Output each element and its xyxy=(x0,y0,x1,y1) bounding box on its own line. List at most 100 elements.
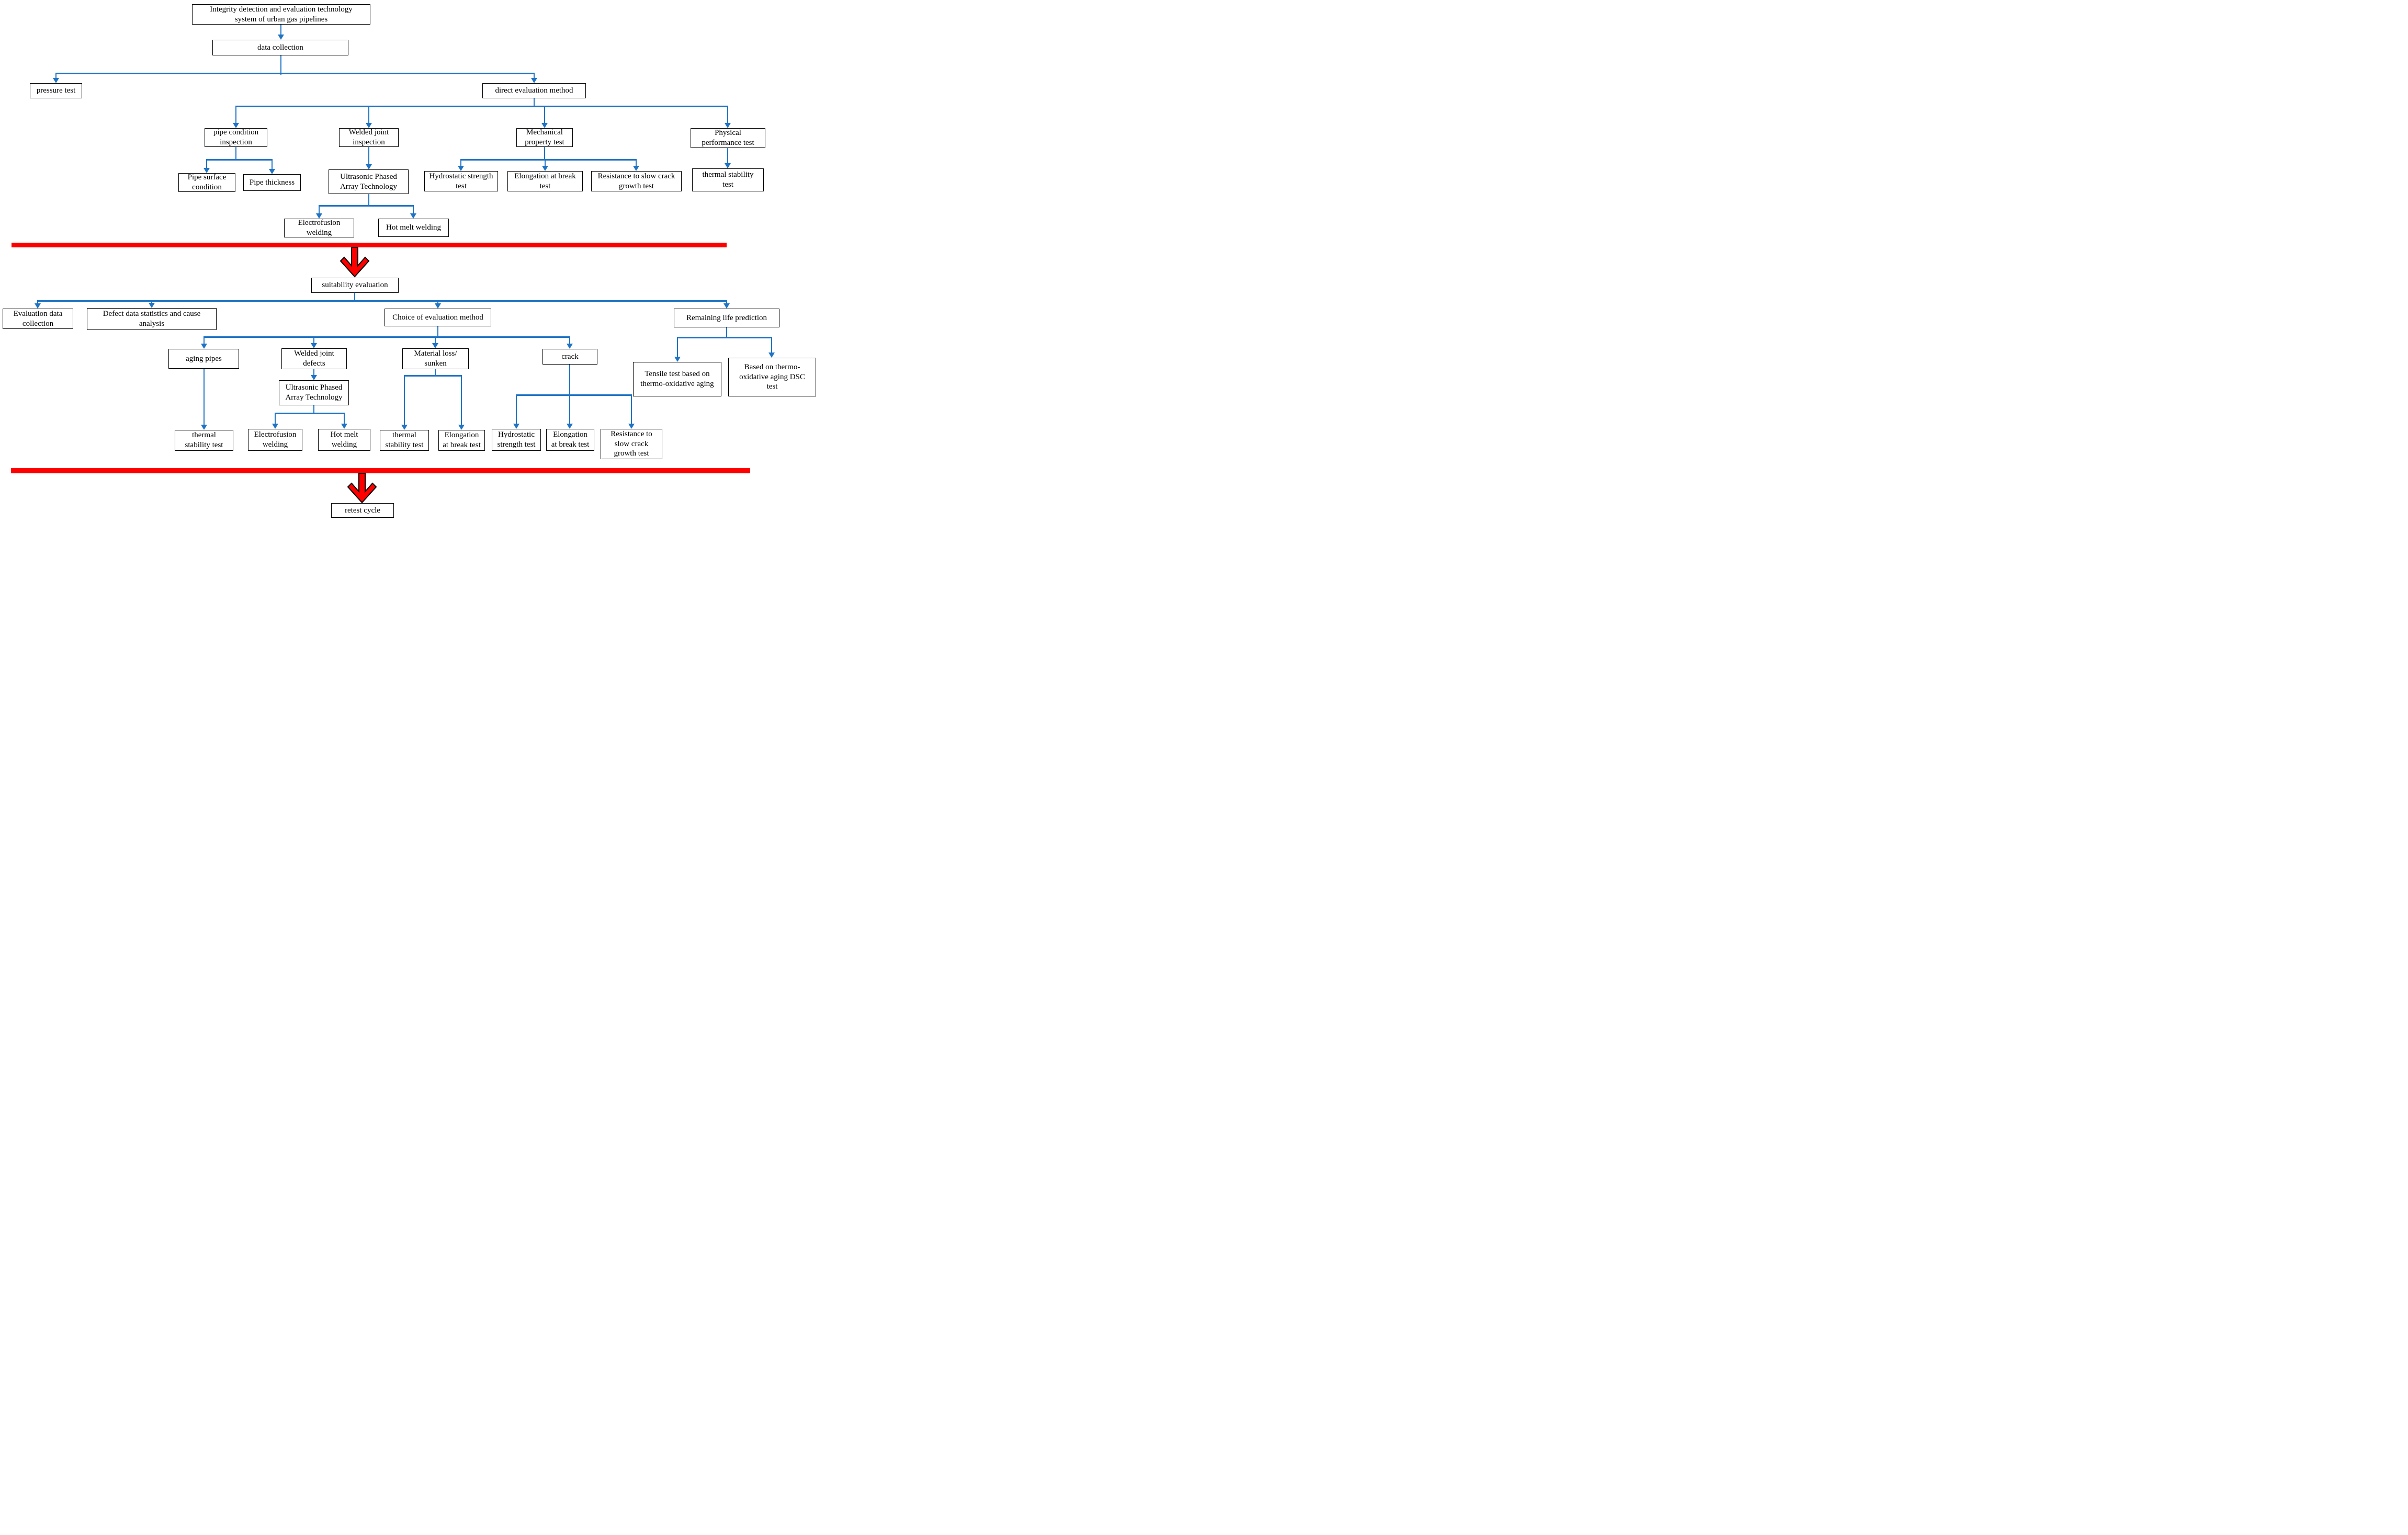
flow-line-vertical xyxy=(280,55,281,75)
node-direct-evaluation-method: direct evaluation method xyxy=(482,83,586,98)
flow-line-vertical xyxy=(726,301,727,304)
flow-arrowhead-icon xyxy=(341,424,347,429)
flow-line-vertical xyxy=(368,147,369,165)
node-physical-performance-test: Physical performance test xyxy=(691,128,765,148)
flow-arrowhead-icon xyxy=(201,344,207,349)
node-evaluation-data-collection: Evaluation data collection xyxy=(3,309,73,329)
flow-line-vertical xyxy=(319,206,320,214)
flow-arrowhead-icon xyxy=(278,35,284,40)
flow-arrowhead-icon xyxy=(435,303,441,309)
flow-arrowhead-icon xyxy=(725,123,731,128)
flow-line-vertical xyxy=(272,160,273,169)
flow-line-vertical xyxy=(344,413,345,424)
flow-line-vertical xyxy=(55,73,56,78)
phase-divider-bar-1 xyxy=(12,243,727,247)
node-thermo-oxidative-dsc-test: Based on thermo- oxidative aging DSC tes… xyxy=(728,358,816,396)
node-ultrasonic-phased-array-1: Ultrasonic Phased Array Technology xyxy=(329,169,409,194)
flow-arrowhead-icon xyxy=(432,343,438,348)
node-pipe-surface-condition: Pipe surface condition xyxy=(178,173,235,192)
flow-line-horizontal xyxy=(206,159,273,161)
flow-line-vertical xyxy=(460,160,461,166)
flow-line-vertical xyxy=(516,395,517,424)
flow-line-vertical xyxy=(354,293,355,301)
node-pipe-condition-inspection: pipe condition inspection xyxy=(205,128,267,147)
flow-arrowhead-icon xyxy=(458,166,464,171)
flow-line-vertical xyxy=(151,301,152,303)
flow-arrowhead-icon xyxy=(401,425,408,430)
flow-line-horizontal xyxy=(460,159,637,161)
flow-line-vertical xyxy=(727,148,728,164)
node-electrofusion-welding-1: Electrofusion welding xyxy=(284,219,354,237)
flow-arrowhead-icon xyxy=(311,343,317,348)
node-retest-cycle: retest cycle xyxy=(331,503,394,518)
node-welded-joint-inspection: Welded joint inspection xyxy=(339,128,399,147)
flowchart-canvas: Integrity detection and evaluation techn… xyxy=(0,0,820,523)
node-pressure-test: pressure test xyxy=(30,83,82,98)
node-resistance-slow-crack-2: Resistance to slow crack growth test xyxy=(601,429,662,459)
flow-line-horizontal xyxy=(235,106,728,107)
flow-arrowhead-icon xyxy=(458,425,465,430)
flow-line-vertical xyxy=(569,337,570,344)
flow-line-vertical xyxy=(313,337,314,344)
node-suitability-evaluation: suitability evaluation xyxy=(311,278,399,293)
node-mechanical-property-test: Mechanical property test xyxy=(516,128,573,147)
flow-arrowhead-icon xyxy=(53,78,59,83)
flow-arrowhead-icon xyxy=(542,166,548,171)
node-thermal-stability-test-3: thermal stability test xyxy=(380,430,429,451)
flow-line-vertical xyxy=(204,369,205,425)
flow-arrowhead-icon xyxy=(149,303,155,308)
flow-arrowhead-icon xyxy=(531,78,537,83)
node-welded-joint-defects: Welded joint defects xyxy=(281,348,347,369)
flow-line-vertical xyxy=(545,160,546,166)
node-material-loss-sunken: Material loss/ sunken xyxy=(402,348,469,369)
flow-arrowhead-icon xyxy=(633,166,639,171)
flow-arrowhead-icon xyxy=(366,164,372,169)
flow-line-horizontal xyxy=(55,73,535,74)
flow-arrowhead-icon xyxy=(233,123,239,128)
flow-line-vertical xyxy=(368,194,369,206)
flow-line-vertical xyxy=(569,365,570,395)
node-data-collection: data collection xyxy=(212,40,348,55)
node-elongation-at-break-test-2: Elongation at break test xyxy=(438,430,485,451)
flow-line-vertical xyxy=(37,301,38,304)
flow-line-horizontal xyxy=(275,413,345,414)
flow-line-vertical xyxy=(677,337,678,357)
flow-line-vertical xyxy=(435,337,436,344)
node-hydrostatic-strength-test-1: Hydrostatic strength test xyxy=(424,171,498,191)
flow-line-vertical xyxy=(437,326,438,337)
flow-line-vertical xyxy=(726,327,727,338)
flow-arrowhead-icon xyxy=(311,375,317,380)
flow-arrowhead-icon xyxy=(768,353,775,358)
node-hot-melt-welding-2: Hot melt welding xyxy=(318,429,370,451)
node-choice-of-evaluation-method: Choice of evaluation method xyxy=(385,309,491,326)
flow-arrowhead-icon xyxy=(674,357,681,362)
node-remaining-life-prediction: Remaining life prediction xyxy=(674,309,779,327)
flow-line-vertical xyxy=(771,337,772,353)
node-defect-data-statistics: Defect data statistics and cause analysi… xyxy=(87,308,217,330)
flow-line-vertical xyxy=(435,369,436,376)
flow-line-vertical xyxy=(437,301,438,304)
flow-arrowhead-icon xyxy=(723,303,730,309)
node-crack: crack xyxy=(542,349,597,365)
flow-arrowhead-icon xyxy=(366,123,372,128)
phase-divider-bar-2 xyxy=(11,468,750,473)
flow-line-horizontal xyxy=(319,205,414,207)
phase-arrow-icon-2 xyxy=(347,473,377,504)
node-pipe-thickness: Pipe thickness xyxy=(243,174,301,191)
flow-line-vertical xyxy=(235,106,236,123)
flow-arrowhead-icon xyxy=(269,169,275,174)
flow-line-horizontal xyxy=(404,375,462,377)
flow-arrowhead-icon xyxy=(204,168,210,173)
flow-line-horizontal xyxy=(204,336,570,338)
flow-line-vertical xyxy=(413,206,414,214)
node-elongation-at-break-test-3: Elongation at break test xyxy=(546,429,594,451)
node-root: Integrity detection and evaluation techn… xyxy=(192,4,370,25)
flow-arrowhead-icon xyxy=(628,424,635,429)
flow-arrowhead-icon xyxy=(272,424,278,429)
flow-line-vertical xyxy=(461,376,462,425)
flow-line-vertical xyxy=(544,106,545,123)
flow-line-vertical xyxy=(636,160,637,166)
flow-line-vertical xyxy=(569,395,570,424)
flow-arrowhead-icon xyxy=(201,425,207,430)
flow-line-vertical xyxy=(727,106,728,123)
